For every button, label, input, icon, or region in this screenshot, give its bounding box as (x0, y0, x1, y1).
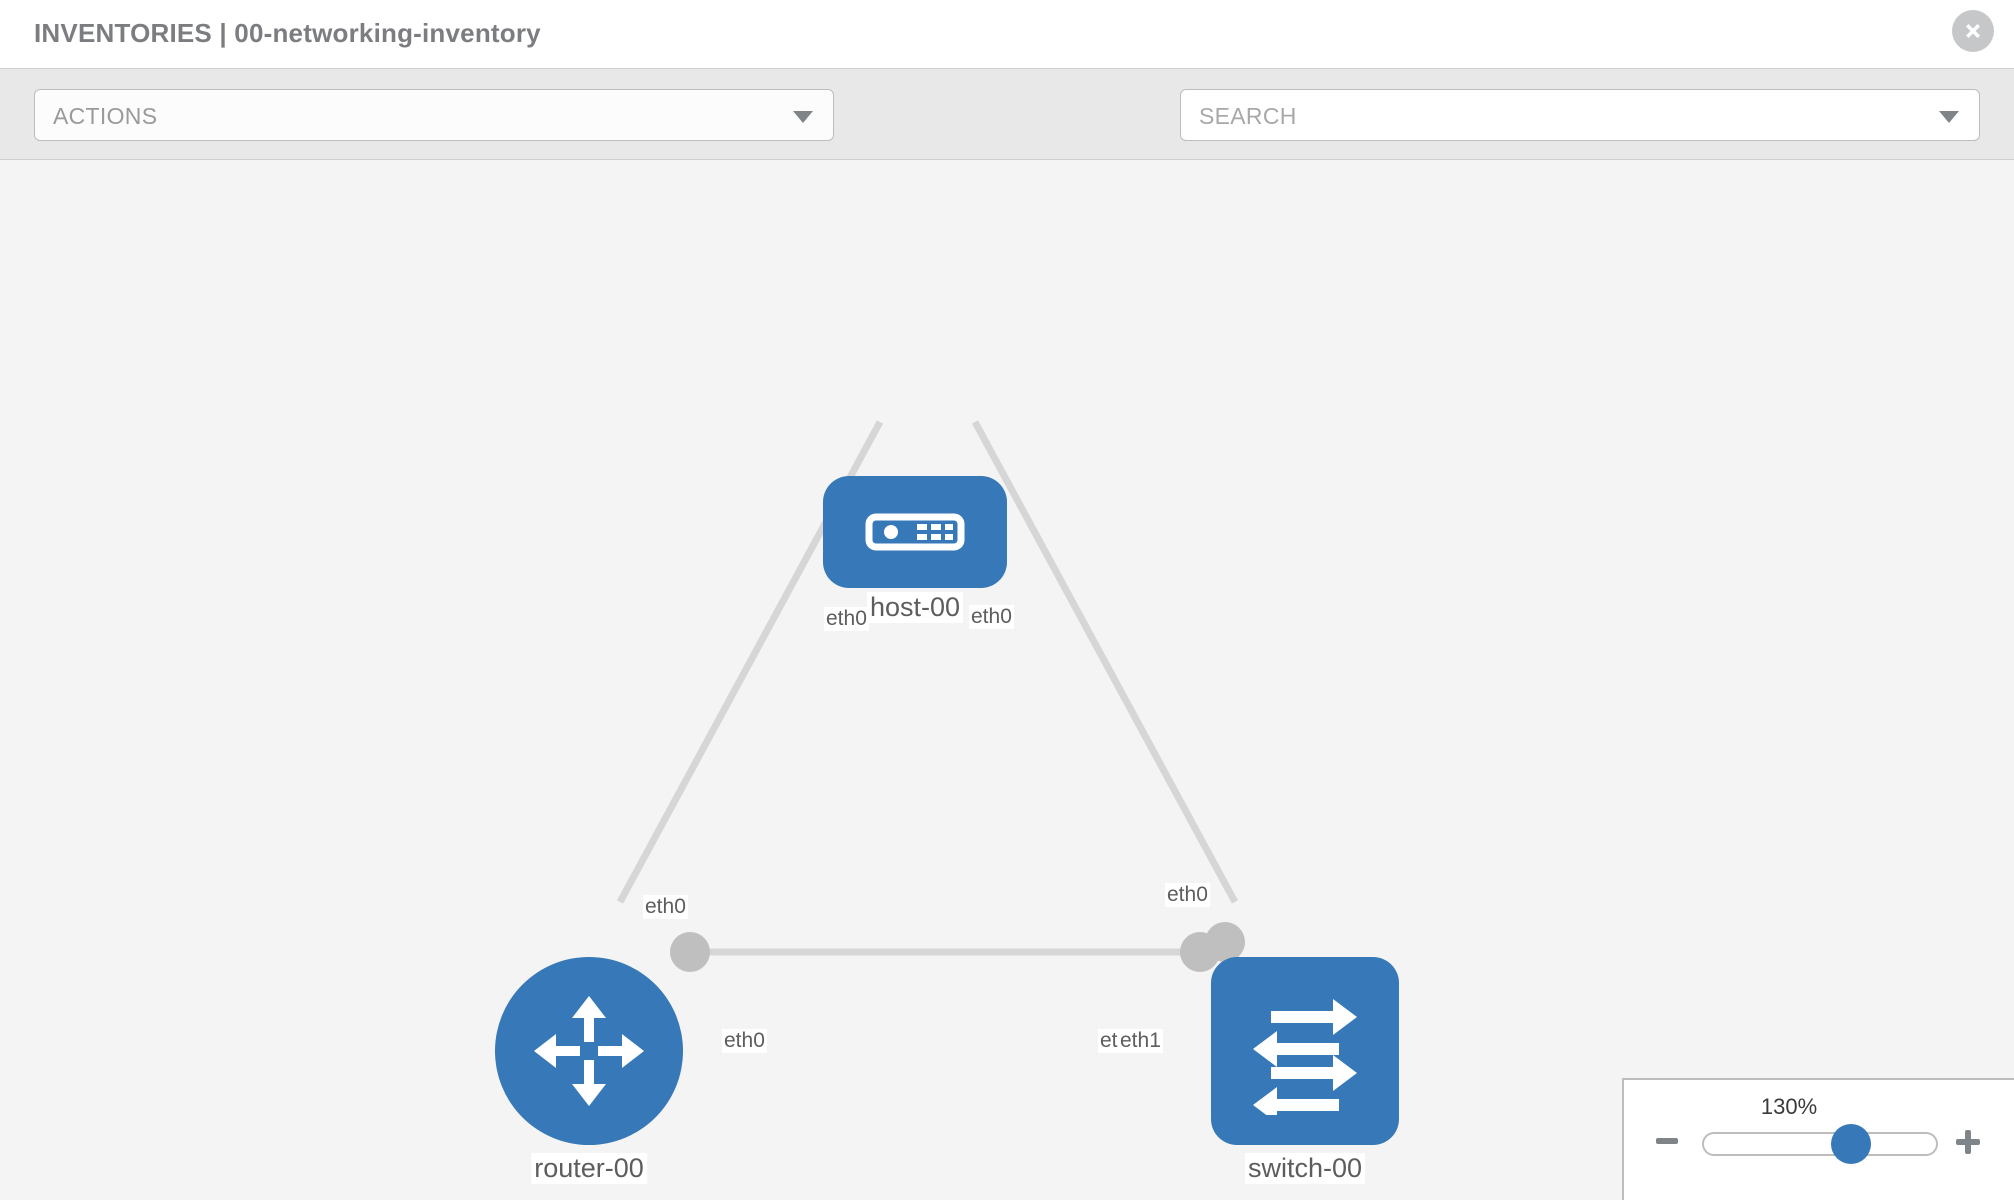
actions-dropdown[interactable]: ACTIONS (34, 89, 834, 141)
connector-switch-top (1205, 922, 1245, 962)
link-host-switch[interactable] (971, 420, 1239, 904)
minus-icon (1656, 1138, 1678, 1144)
edge-label-switch-left: eth1 (1118, 1029, 1163, 1053)
chevron-down-icon[interactable] (1939, 111, 1959, 123)
search-input[interactable]: SEARCH (1180, 89, 1980, 141)
node-host-00[interactable]: host-00 (823, 476, 1007, 623)
node-router-00[interactable]: router-00 (495, 957, 683, 1184)
node-label-router-00: router-00 (531, 1153, 647, 1184)
toolbar: ACTIONS SEARCH (0, 68, 2014, 201)
edge-label-host-left: eth0 (824, 607, 869, 631)
edge-label-router-up: eth0 (643, 895, 688, 919)
actions-dropdown-label: ACTIONS (53, 103, 158, 129)
search-placeholder: SEARCH (1199, 103, 1297, 129)
server-icon (865, 513, 965, 551)
zoom-in-button[interactable] (1954, 1128, 1982, 1161)
router-arrows-icon (534, 996, 644, 1106)
node-label-switch-00: switch-00 (1244, 1153, 1366, 1184)
switch-arrows-icon (1253, 999, 1357, 1115)
zoom-out-button[interactable] (1654, 1128, 1680, 1159)
plus-icon (1956, 1130, 1980, 1154)
switch-node-shape (1211, 957, 1399, 1145)
page-header: INVENTORIES | 00-networking-inventory (0, 0, 2014, 68)
chevron-down-icon (793, 111, 813, 123)
topology-canvas[interactable]: host-00 router-00 (0, 160, 2014, 1200)
close-x-glyph (1966, 24, 1980, 38)
host-node-shape (823, 476, 1007, 588)
zoom-slider-track[interactable] (1702, 1132, 1938, 1156)
zoom-control-panel: 130% (1622, 1078, 2014, 1200)
zoom-level-label: 130% (1760, 1094, 1818, 1119)
node-label-host-00: host-00 (866, 592, 964, 623)
connector-router-right (670, 932, 710, 972)
page-title: INVENTORIES | 00-networking-inventory (34, 18, 541, 48)
router-node-shape (495, 957, 683, 1145)
edge-label-router-right: eth0 (722, 1029, 767, 1053)
edge-label-host-right: eth0 (969, 605, 1014, 629)
topology-links (616, 420, 1239, 956)
close-icon[interactable] (1952, 10, 1994, 52)
node-switch-00[interactable]: switch-00 (1211, 957, 1399, 1184)
edge-label-switch-up: eth0 (1165, 883, 1210, 907)
zoom-slider-thumb[interactable] (1830, 1124, 1871, 1164)
